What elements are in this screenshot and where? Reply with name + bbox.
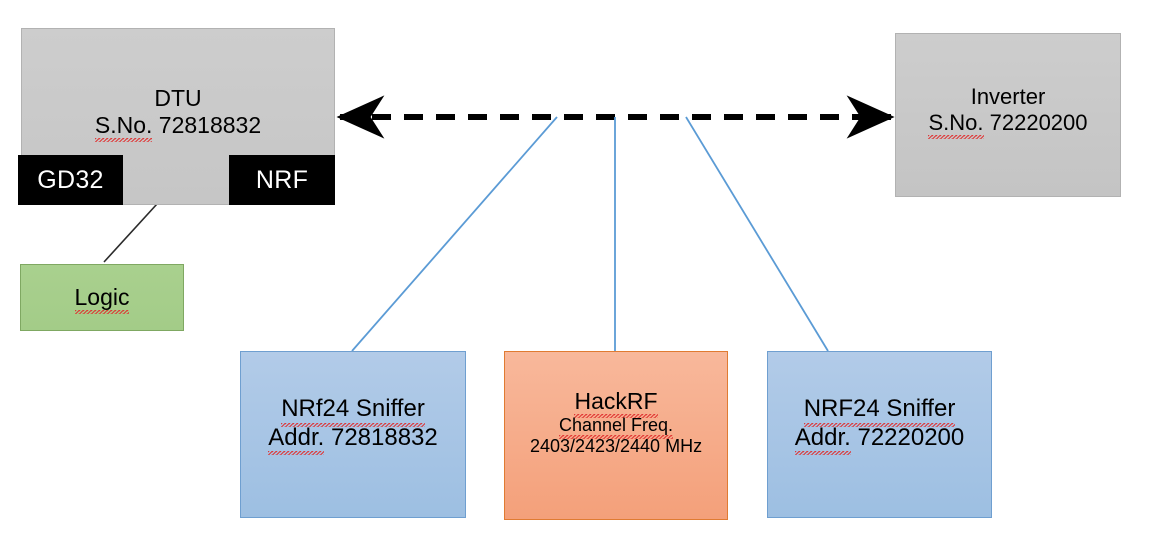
inverter-serial-label: S.No. [928,110,984,139]
inverter-serial-value: 72220200 [989,110,1088,135]
hackrf-channel-label: Channel Freq. [558,414,674,440]
dtu-title: DTU [154,85,202,111]
gd32-label: GD32 [37,165,104,194]
sniffer-left-addr-value: 72818832 [330,423,438,451]
sniffer-right-addr-line: Addr. 72220200 [794,423,965,456]
nrf-chip[interactable]: NRF [229,155,335,205]
sniffer-left-addr-label: Addr. [268,423,325,456]
nrf24-sniffer-left-node[interactable]: NRf24 Sniffer Addr. 72818832 [240,351,466,518]
inverter-node[interactable]: Inverter S.No. 72220200 [895,33,1121,197]
dtu-serial-line: S.No. 72818832 [94,112,262,143]
logic-label: Logic [74,283,130,315]
sniffer-right-title: NRF24 Sniffer [803,395,956,427]
sniffer-right-addr-value: 72220200 [857,423,965,451]
inverter-title: Inverter [970,84,1046,110]
gd32-chip[interactable]: GD32 [18,155,123,205]
nrf24-left-tap-line [351,116,558,352]
hackrf-frequencies: 2403/2423/2440 MHz [529,436,703,457]
hackrf-channel-label-text: Channel Freq. [558,414,674,440]
sniffer-left-title-text: NRf24 Sniffer [281,395,425,427]
nrf-label: NRF [255,165,309,194]
dtu-serial-label: S.No. [94,112,153,143]
inverter-serial-line: S.No. 72220200 [928,110,1088,139]
sniffer-right-title-text: NRF24 Sniffer [803,395,956,427]
nrf24-right-tap-line [685,116,829,352]
sniffer-left-title: NRf24 Sniffer [281,395,425,427]
nrf24-sniffer-right-node[interactable]: NRF24 Sniffer Addr. 72220200 [767,351,992,518]
sniffer-right-addr-label: Addr. [794,423,851,456]
sniffer-left-addr-line: Addr. 72818832 [268,423,438,456]
hackrf-title-text: HackRF [574,387,658,418]
hackrf-title: HackRF [574,387,658,418]
dtu-serial-value: 72818832 [158,112,262,139]
logic-analyzer-node[interactable]: Logic [20,264,184,331]
hackrf-node[interactable]: HackRF Channel Freq. 2403/2423/2440 MHz [504,351,728,520]
